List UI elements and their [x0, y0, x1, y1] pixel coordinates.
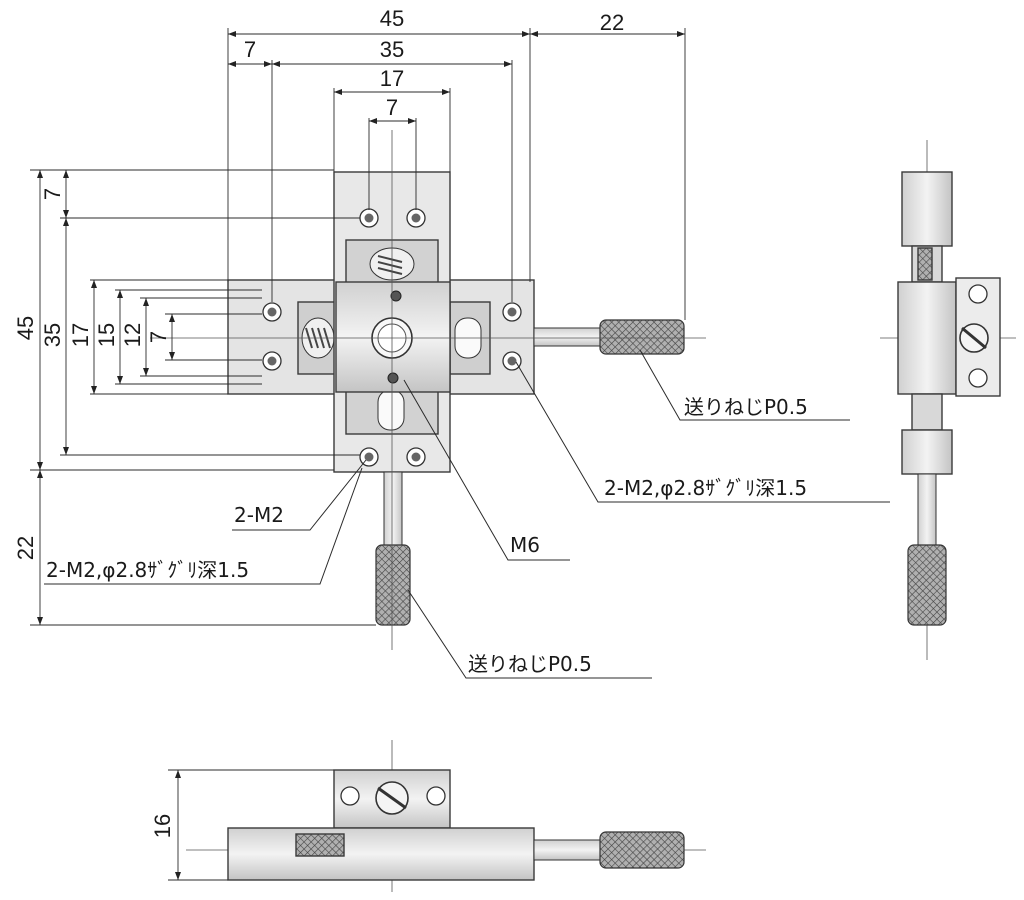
x-screw-shaft	[533, 327, 603, 347]
dim-17-top: 17	[380, 66, 404, 91]
m2-hole-top	[390, 290, 402, 302]
callout-m2: 2-M2	[234, 503, 284, 527]
y-spring-coil	[377, 255, 403, 275]
x-knob	[599, 319, 685, 355]
callouts: 送りねじP0.5 2-M2,φ2.8ｻﾞｸﾞﾘ深1.5 2-M2 M6 2-M2…	[44, 349, 890, 679]
dim-22-left: 22	[13, 536, 38, 560]
dim-7-left-top: 7	[40, 188, 65, 200]
y-knob	[375, 544, 411, 626]
dim-7-top: 7	[386, 95, 398, 120]
left-dimensions: 45 35 17 15 12 7 7 22	[13, 169, 376, 626]
callout-m6: M6	[510, 533, 540, 557]
dim-45-top: 45	[380, 6, 404, 31]
y-bottom-groove	[377, 389, 405, 431]
y-screw-shaft	[383, 471, 403, 549]
callout-m2-counterbore-left: 2-M2,φ2.8ｻﾞｸﾞﾘ深1.5	[46, 558, 249, 582]
callout-feed-screw-right: 送りねじP0.5	[684, 395, 808, 419]
dim-35-top: 35	[380, 37, 404, 62]
m2-hole-bottom	[387, 372, 399, 384]
dim-45-left: 45	[13, 316, 38, 340]
dim-7-top-left: 7	[244, 37, 256, 62]
dim-17-left: 17	[68, 323, 93, 347]
dim-15-left: 15	[94, 323, 119, 347]
top-dimensions: 45 22 35 7 17 7	[227, 6, 686, 320]
callout-m2-counterbore-right: 2-M2,φ2.8ｻﾞｸﾞﾘ深1.5	[604, 476, 807, 500]
top-view	[150, 130, 706, 650]
counterbore-holes	[262, 208, 522, 467]
front-view: 16	[150, 740, 706, 892]
dim-35-left: 35	[40, 323, 65, 347]
side-view	[880, 140, 1016, 660]
callout-feed-screw-bottom: 送りねじP0.5	[468, 652, 592, 676]
dim-22-top: 22	[600, 10, 624, 35]
dim-12-left: 12	[120, 323, 145, 347]
dim-7-left-inner: 7	[146, 331, 171, 343]
dim-16: 16	[150, 814, 175, 838]
